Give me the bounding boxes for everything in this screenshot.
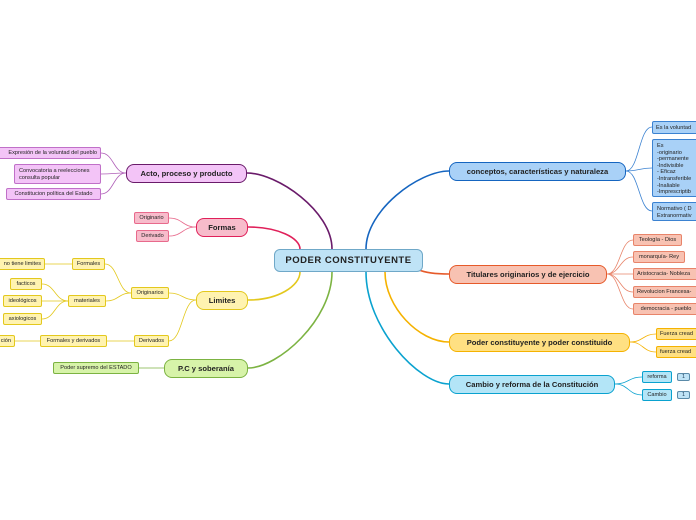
subtopic-ideologicos[interactable]: ideológicos [3,295,42,307]
subtopic-convocatoria[interactable]: Convocatoria a reelecciones consulta pop… [14,164,101,184]
topic-formas[interactable]: Formas [196,218,248,237]
subtopic-monarquia-rey[interactable]: monarquía- Rey [633,251,685,263]
subtopic-teologia-dios[interactable]: Teología - Dios [633,234,682,246]
edge-root-limites [247,271,301,301]
topic-conceptos[interactable]: conceptos, características y naturaleza [449,162,626,181]
edge-materiales-axiologicos [41,300,69,320]
subtopic-axiologicos[interactable]: axiologicos [3,313,42,325]
edge-root-acto [246,172,333,250]
subtopic-expresion-voluntad[interactable]: Expresión de la voluntad del pueblo [0,147,101,159]
edge-limites-originarios [168,292,197,301]
edge-acto-expresion [100,152,127,174]
subtopic-poder-supremo[interactable]: Poder supremo del ESTADO [53,362,139,374]
subtopic-fuerza-creadora-2[interactable]: fuerza cread [656,346,696,358]
edge-originarios-formales [104,263,132,294]
edge-conceptos-lista [625,167,653,172]
subtopic-aristocracia-nobleza[interactable]: Aristocracia- Nobleza [633,268,696,280]
edge-poder-fuerza1 [629,333,657,343]
subtopic-normativo[interactable]: Normativo ( D Extranormativ [652,202,696,221]
edge-conceptos-normativo [625,170,653,212]
edge-root-formas [247,226,301,250]
topic-titulares[interactable]: Titulares originarios y de ejercicio [449,265,607,284]
subtopic-democracia-pueblo[interactable]: democracia - pueblo [633,303,696,315]
subtopic-fuerza-creadora-1[interactable]: Fuerza cread [656,328,696,340]
subtopic-materiales[interactable]: materiales [68,295,106,307]
subtopic-formales-derivados[interactable]: Formales y derivados [40,335,107,347]
edge-acto-constitucion [100,172,127,195]
edge-titulares-democracia [606,273,634,310]
topic-pc-soberania[interactable]: P.C y soberanía [164,359,248,378]
edge-titulares-revolucion [606,273,634,293]
edge-conceptos-voluntad [625,126,653,172]
topic-limites[interactable]: Limites [196,291,248,310]
subtopic-derivados[interactable]: Derivados [134,335,169,347]
subtopic-cion[interactable]: ción [0,335,15,347]
subtopic-originarios[interactable]: Originarios [131,287,169,299]
subtopic-constitucion-politica[interactable]: Constitucion política del Estado [6,188,101,200]
edge-cambio-reforma [614,376,643,385]
root-topic[interactable]: PODER CONSTITUYENTE [274,249,423,272]
subtopic-formales[interactable]: Formales [72,258,105,270]
topic-poder-constituyente-constituido[interactable]: Poder constituyente y poder constituido [449,333,630,352]
subtopic-revolucion-francesa[interactable]: Revolucion Francesa- [633,286,696,298]
subtopic-originario[interactable]: Originario [134,212,169,224]
subtopic-cambio[interactable]: Cambio [642,389,672,401]
comment-count-badge-cambio[interactable]: 1 [677,391,690,399]
edge-root-poder [384,271,450,343]
topic-cambio-reforma[interactable]: Cambio y reforma de la Constitución [449,375,615,394]
topic-acto-proceso-producto[interactable]: Acto, proceso y producto [126,164,247,183]
edge-titulares-teologia [606,239,634,275]
edge-titulares-monarquia [606,256,634,275]
edge-formas-derivado [168,226,197,237]
subtopic-facticos[interactable]: facticos [10,278,42,290]
comment-count-badge-reforma[interactable]: 1 [677,373,690,381]
edge-formas-originario [168,217,197,228]
edge-limites-derivados [168,299,197,342]
edge-root-conceptos [365,170,450,250]
edge-materiales-facticos [41,283,69,302]
edge-root-cambio [365,271,450,385]
subtopic-derivado[interactable]: Derivado [136,230,169,242]
edge-cambio-cambio [614,383,643,396]
subtopic-caracteristicas-lista[interactable]: Es -originario -permanente -Indivisible … [652,139,696,197]
subtopic-reforma[interactable]: reforma [642,371,672,383]
edge-originarios-materiales [105,292,132,302]
edge-poder-fuerza2 [629,341,657,353]
subtopic-es-la-voluntad[interactable]: Es la voluntad [652,121,696,134]
subtopic-no-tiene-limites[interactable]: no tiene limites [0,258,45,270]
edge-root-pc [247,271,333,369]
